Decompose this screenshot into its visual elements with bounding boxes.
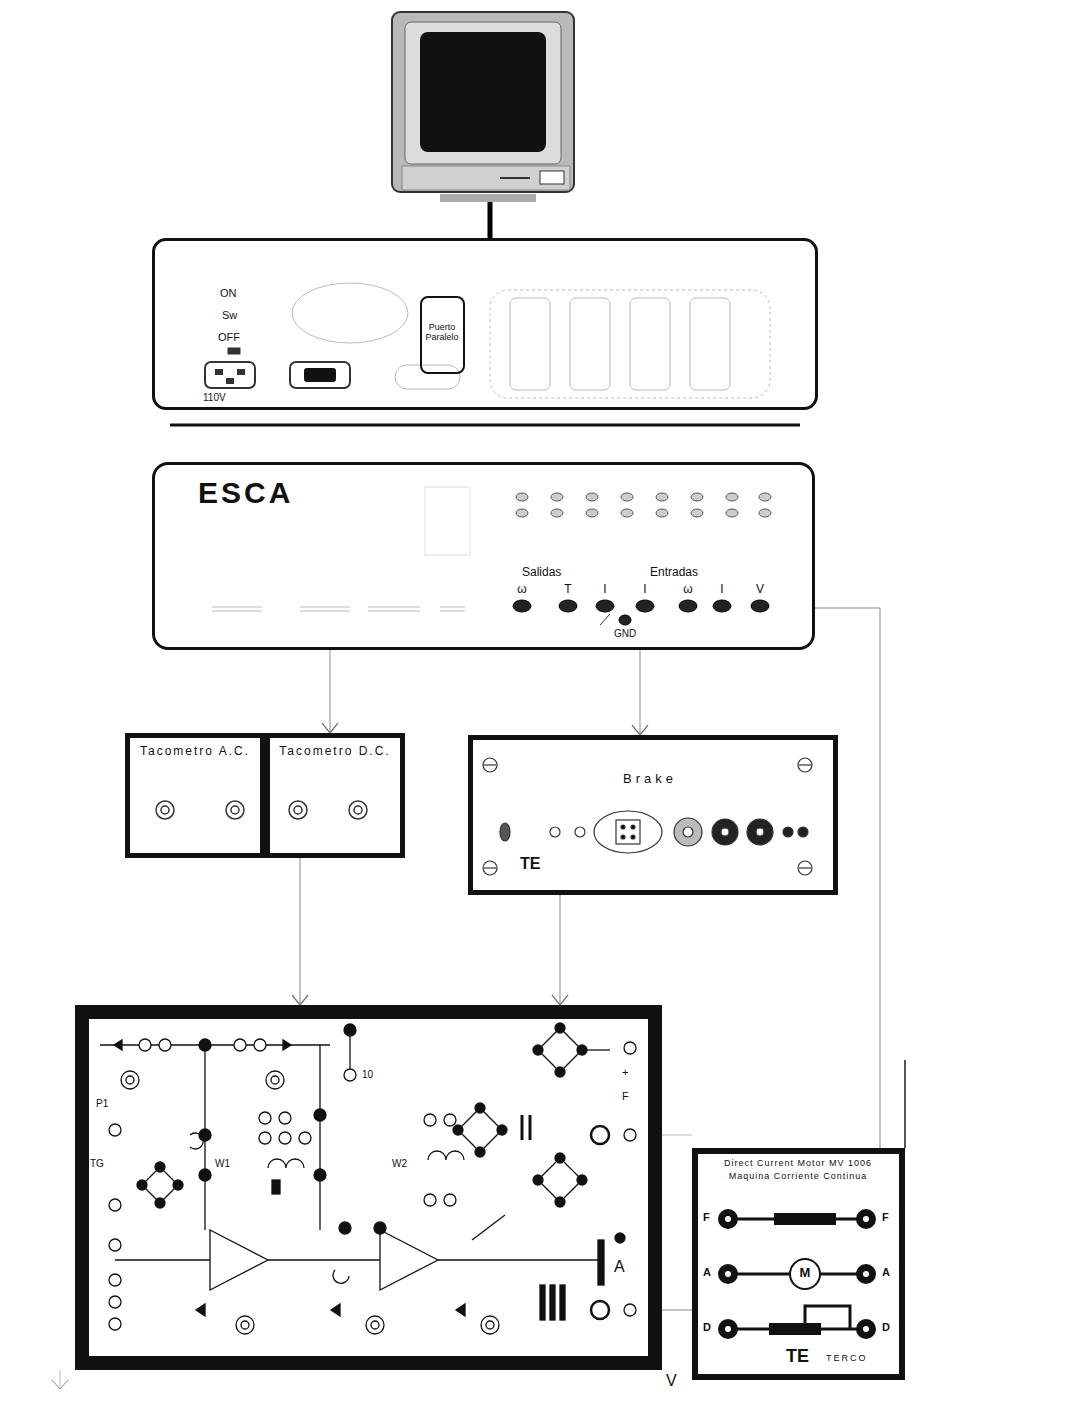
panel-label: Tacometro D.C.: [275, 745, 395, 759]
brake-panel: BrakeTE: [468, 735, 838, 895]
brake-panel-details: [483, 758, 812, 875]
tachometer-dc-box: Tacometro D.C.: [265, 733, 405, 858]
panel-label: Tacometro A.C.: [135, 745, 255, 759]
terminal-label: A: [703, 1266, 711, 1279]
connector: [815, 608, 880, 1148]
arrowhead: [552, 995, 568, 1005]
panel-label: W1: [215, 1158, 230, 1170]
brand-name: TERCO: [826, 1353, 868, 1363]
jack-label: I: [603, 583, 606, 597]
jack-label: I: [720, 583, 723, 597]
panel-label: ON: [220, 287, 237, 300]
terminal-label: D: [882, 1321, 890, 1334]
faint-wiring: [52, 1060, 905, 1389]
terminal-label: A: [882, 1266, 890, 1279]
esca-details: [212, 487, 771, 625]
connector: [300, 858, 301, 1005]
control-panel: P1 10TG W1 W2 + F A: [75, 1005, 662, 1370]
panel-label: P1: [96, 1098, 108, 1110]
panel-subtitle: Maquina Corriente Continua: [729, 1171, 868, 1181]
terminal-label: F: [882, 1211, 889, 1224]
jack-label: V: [756, 583, 764, 597]
panel-label: F: [622, 1090, 629, 1103]
connector: [330, 650, 331, 733]
panel-title: Direct Current Motor MV 1006: [724, 1158, 872, 1168]
terminal-label: F: [703, 1211, 710, 1224]
panel-label: A: [614, 1258, 625, 1276]
panel-label: Puerto Paralelo: [424, 322, 460, 343]
panel-label: +: [622, 1066, 628, 1079]
panel-label: 110V: [203, 392, 226, 404]
tachometer-ac-box: Tacometro A.C.: [125, 733, 265, 858]
jack-label: T: [564, 583, 571, 597]
dc-motor-panel-details: [719, 1210, 875, 1338]
arrowhead: [322, 723, 338, 733]
logo-text: ESCA: [198, 476, 293, 511]
panel-label: W2: [392, 1158, 407, 1170]
connector: [640, 650, 641, 735]
esca-interface-box: ESCA Salidas Entradas ω T I Iω I V GND: [152, 462, 815, 650]
terminal-label: D: [703, 1321, 711, 1334]
signal-label: V: [666, 1372, 677, 1390]
motor-symbol-label: M: [800, 1266, 811, 1281]
panel-label: Brake: [623, 772, 677, 787]
group-label: Salidas: [522, 566, 561, 580]
panel-label: 10: [362, 1069, 373, 1081]
panel-label: OFF: [218, 331, 240, 344]
brand-mark: TE: [520, 855, 540, 873]
panel-label: Sw: [222, 309, 237, 322]
control-panel-details: [100, 1023, 636, 1334]
arrowhead: [292, 995, 308, 1005]
jack-label: I: [643, 583, 646, 597]
jack-label: ω: [517, 583, 526, 597]
connector: [560, 895, 561, 1005]
dc-motor-panel: Direct Current Motor MV 1006Maquina Corr…: [692, 1148, 905, 1380]
panel-label: TG: [90, 1158, 104, 1170]
monitor-illustration: [392, 12, 574, 238]
jack-label: GND: [614, 628, 636, 640]
pc-panel-details: [170, 283, 800, 425]
pc-rear-panel: ON SwOFF 110V Puerto Paralelo: [152, 238, 818, 410]
parallel-port-box: Puerto Paralelo: [420, 296, 465, 374]
connector: [662, 1310, 692, 1311]
brand-mark: TE: [786, 1346, 809, 1367]
jack-label: ω: [683, 583, 692, 597]
arrowhead: [632, 725, 648, 735]
group-label: Entradas: [650, 566, 698, 580]
